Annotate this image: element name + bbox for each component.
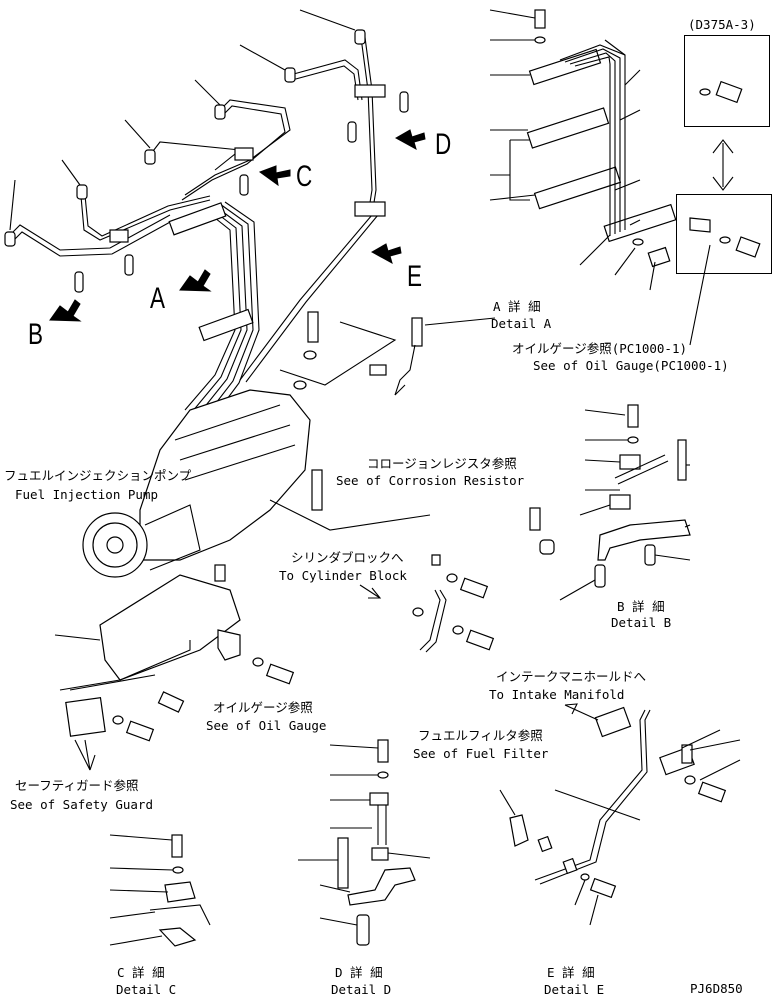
detail-a-drawing <box>509 9 677 268</box>
pump-en: Fuel Injection Pump <box>15 487 158 502</box>
intake-jp: インテークマニホールドへ <box>496 669 647 684</box>
detail-b-drawing <box>529 404 691 588</box>
detail-d-drawing <box>337 739 416 946</box>
pump-jp: フュエルインジェクションポンプ <box>4 468 192 483</box>
pump-bracket <box>65 564 241 737</box>
detail-c-jp: C 詳 細 <box>117 965 165 980</box>
detail-a-en: Detail A <box>491 316 552 331</box>
detail-e-drawing <box>499 703 727 899</box>
nozzle-holders <box>4 29 409 293</box>
drawing-number: PJ6D850 <box>690 981 743 996</box>
detail-c-drawing <box>149 834 211 947</box>
detail-b-en: Detail B <box>611 615 672 630</box>
fuel-filter-jp: フュエルフィルタ参照 <box>418 728 543 743</box>
oil-gauge-fittings <box>74 657 295 771</box>
detail-c-en: Detail C <box>116 982 177 997</box>
view-letter-b: B <box>28 318 44 351</box>
ref-code-label: (D375A-3) <box>688 17 756 32</box>
detail-d-en: Detail D <box>331 982 392 997</box>
view-letter-e: E <box>407 260 423 293</box>
oil-gauge-pc-en: See of Oil Gauge(PC1000-1) <box>533 358 729 373</box>
detail-e-en: Detail E <box>544 982 605 997</box>
detail-e-jp: E 詳 細 <box>547 965 595 980</box>
safety-jp: セーフティガード参照 <box>15 778 139 793</box>
oil-gauge-en: See of Oil Gauge <box>206 718 327 733</box>
view-letter-c: C <box>296 160 313 193</box>
cylinder-en: To Cylinder Block <box>279 568 407 583</box>
fuel-filter-en: See of Fuel Filter <box>413 746 549 761</box>
view-letter-a: A <box>150 282 166 315</box>
oil-gauge-inset-box-top <box>684 35 770 127</box>
view-arrows <box>49 129 426 322</box>
cylinder-jp: シリンダブロックへ <box>291 550 404 565</box>
injection-pipes <box>9 29 379 419</box>
fuel-injection-pump <box>82 389 311 578</box>
detail-d-jp: D 詳 細 <box>335 965 383 980</box>
oil-gauge-detail-drawing <box>689 80 761 258</box>
oil-gauge-jp: オイルゲージ参照 <box>213 700 313 715</box>
leader-lines <box>9 9 741 946</box>
pump-fittings <box>269 311 431 531</box>
intake-en: To Intake Manifold <box>489 687 625 702</box>
corrosion-jp: コロージョンレジスタ参照 <box>367 456 517 471</box>
pipe-clamps <box>109 84 386 342</box>
detail-a-jp: A 詳 細 <box>493 299 541 314</box>
corrosion-en: See of Corrosion Resistor <box>336 473 525 488</box>
detail-b-jp: B 詳 細 <box>617 599 665 614</box>
view-letter-d: D <box>435 128 452 161</box>
oil-gauge-inset-box-bottom <box>676 194 772 274</box>
cylinder-block-fittings <box>359 554 495 653</box>
oil-gauge-pc-jp: オイルゲージ参照(PC1000-1) <box>512 341 688 356</box>
safety-en: See of Safety Guard <box>10 797 153 812</box>
